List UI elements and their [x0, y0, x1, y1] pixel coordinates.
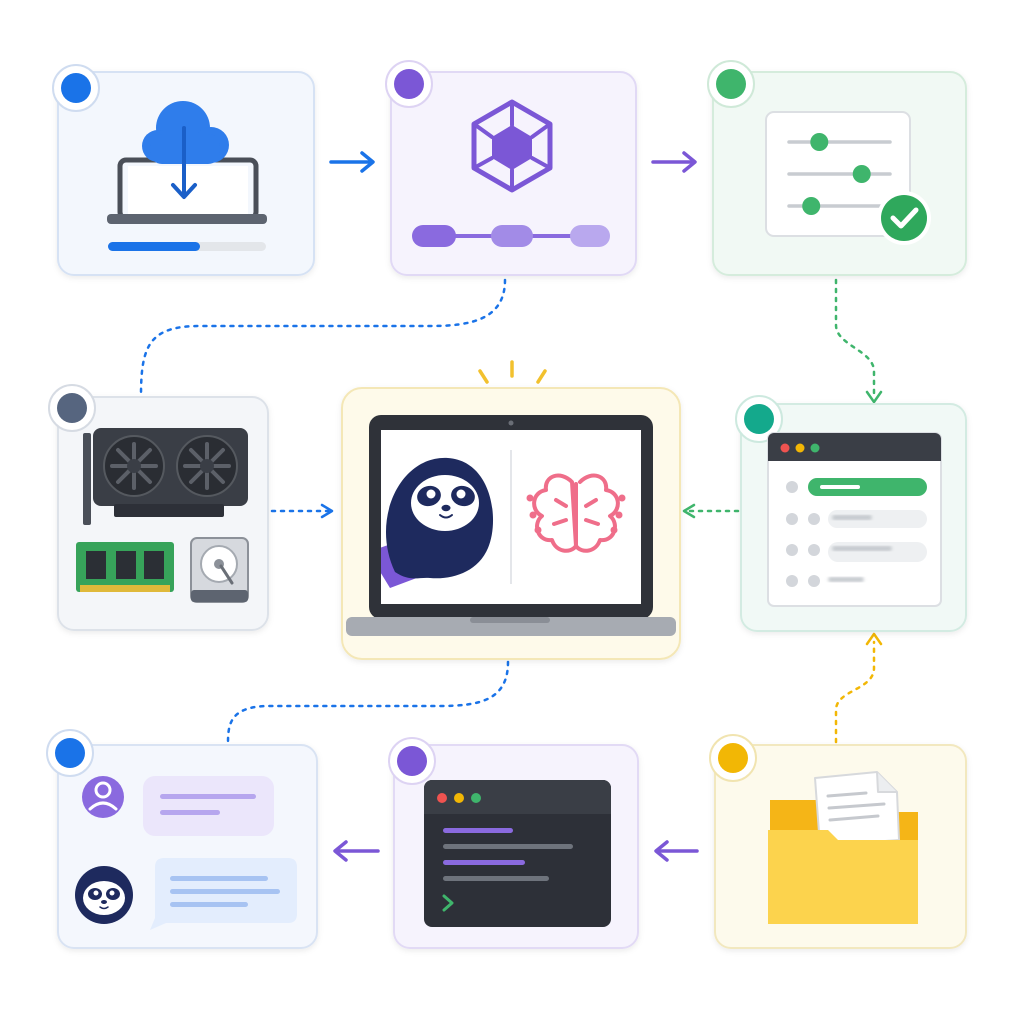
spark-right: [536, 369, 547, 384]
check-badge-icon: [877, 191, 931, 245]
step-dot-purple: [385, 60, 433, 108]
step-dot-slate: [48, 384, 96, 432]
terminal-window-icon: [424, 780, 611, 927]
brain-icon: [532, 473, 620, 553]
slider-knob: [852, 165, 871, 183]
step-dot-teal: [735, 395, 783, 443]
card-model[interactable]: [385, 60, 637, 276]
dotted-list-to-center: [682, 503, 740, 519]
card-center[interactable]: [341, 360, 681, 660]
brain-nodes: [526, 494, 626, 534]
sloth-avatar-icon: [75, 866, 133, 924]
download-progress-bar: [108, 242, 266, 251]
arrow-download-to-model: [329, 151, 375, 173]
sliders-check-icon: [765, 111, 931, 245]
card-folder[interactable]: [709, 734, 967, 949]
card-chat[interactable]: [46, 729, 318, 949]
card-terminal[interactable]: [388, 737, 639, 949]
card-list[interactable]: [735, 395, 967, 632]
slider-group: [787, 133, 892, 215]
dotted-config-to-list: [834, 278, 883, 404]
cube-pipeline-icon: [412, 99, 610, 247]
card-download[interactable]: [52, 64, 315, 276]
cloud-download-laptop-icon: [107, 101, 267, 224]
dotted-center-to-chat: [226, 660, 510, 744]
card-hardware[interactable]: [48, 384, 269, 631]
dotted-hardware-to-center: [270, 503, 334, 519]
sloth-mascot-icon: [381, 457, 494, 588]
connectors: [139, 151, 883, 862]
browser-list-icon: [767, 432, 942, 607]
slider-knob: [810, 133, 829, 151]
step-dot-blue: [46, 729, 94, 777]
laptop-sloth-brain-icon: [346, 415, 676, 636]
dotted-model-to-hardware: [139, 278, 507, 397]
step-dot-yellow: [709, 734, 757, 782]
ram-icon: [76, 542, 174, 592]
disk-icon: [190, 537, 249, 603]
user-avatar-icon: [82, 776, 124, 818]
arrow-folder-to-terminal: [654, 840, 699, 862]
arrow-model-to-config: [651, 151, 697, 173]
chat-conversation-icon: [75, 776, 297, 930]
slider-knob: [802, 197, 821, 215]
arrow-terminal-to-chat: [333, 840, 380, 862]
step-dot-purple: [388, 737, 436, 785]
dotted-folder-to-list: [834, 632, 883, 744]
step-dot-green: [707, 60, 755, 108]
card-config[interactable]: [707, 60, 967, 276]
step-dot-blue: [52, 64, 100, 112]
folder-document-icon: [768, 771, 918, 924]
spark-left: [478, 369, 489, 384]
download-progress-fill: [108, 242, 200, 251]
gpu-icon: [83, 428, 248, 525]
